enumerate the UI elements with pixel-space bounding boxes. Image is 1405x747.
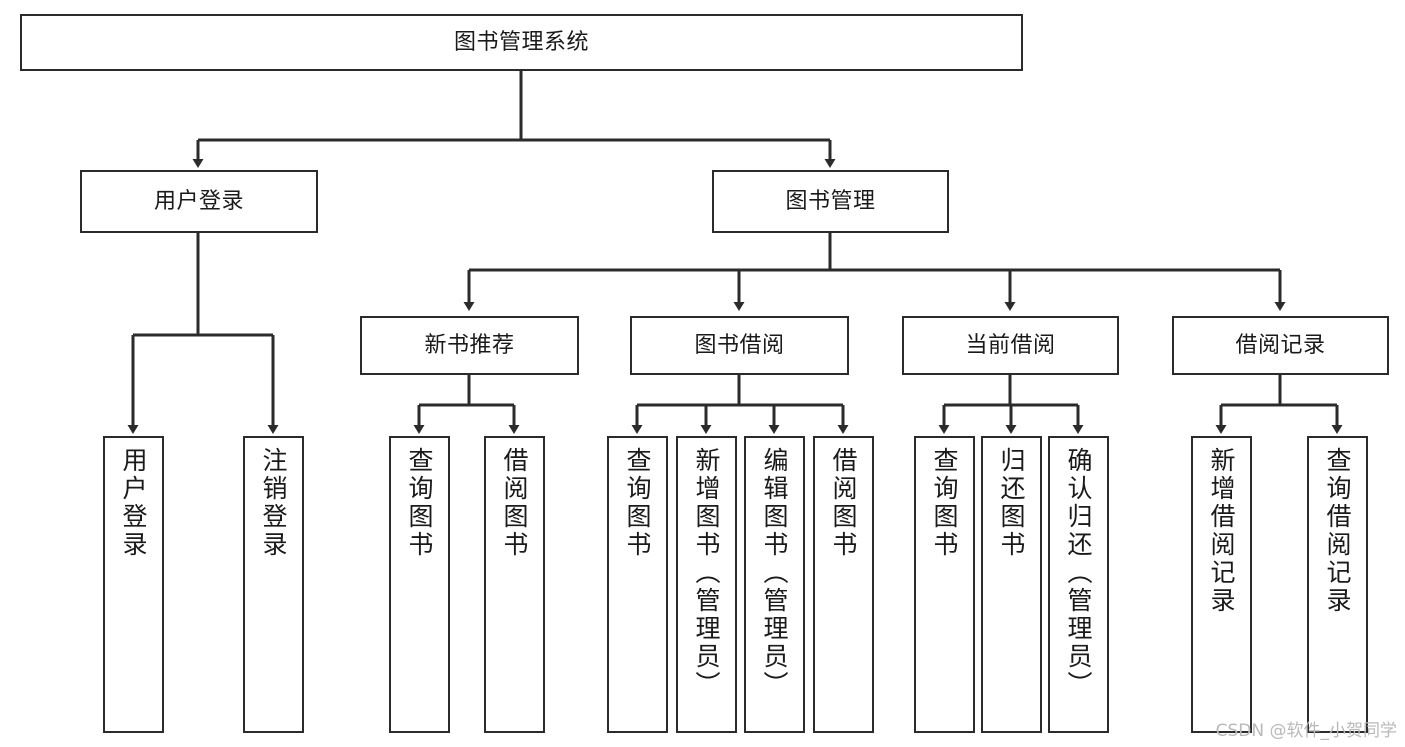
node-leaf-record-query[interactable]: 查询借阅记录 — [1307, 436, 1368, 733]
node-new-book-rec[interactable]: 新书推荐 — [360, 316, 579, 375]
node-leaf-borrow-borrow-book-label: 借阅图书 — [829, 447, 858, 559]
node-leaf-borrow-edit-book-label: 编辑图书（管理员） — [760, 447, 789, 699]
node-leaf-rec-query-book[interactable]: 查询图书 — [389, 436, 450, 733]
node-current-borrow[interactable]: 当前借阅 — [902, 316, 1119, 375]
node-borrow-record[interactable]: 借阅记录 — [1172, 316, 1389, 375]
node-book-manage-label: 图书管理 — [785, 188, 876, 214]
node-leaf-rec-borrow-book-label: 借阅图书 — [500, 447, 529, 559]
node-leaf-cur-confirm-return-label: 确认归还（管理员） — [1064, 447, 1093, 699]
node-leaf-cur-return-book-label: 归还图书 — [997, 447, 1026, 559]
node-borrow-record-label: 借阅记录 — [1235, 332, 1326, 358]
node-leaf-cur-query-book-label: 查询图书 — [930, 447, 959, 559]
node-leaf-user-logout[interactable]: 注销登录 — [243, 436, 304, 733]
node-leaf-borrow-query-book[interactable]: 查询图书 — [607, 436, 668, 733]
node-book-borrow-label: 图书借阅 — [694, 332, 785, 358]
node-leaf-borrow-add-book-label: 新增图书（管理员） — [692, 447, 721, 699]
node-leaf-borrow-edit-book[interactable]: 编辑图书（管理员） — [744, 436, 805, 733]
node-current-borrow-label: 当前借阅 — [965, 332, 1056, 358]
node-leaf-cur-confirm-return[interactable]: 确认归还（管理员） — [1048, 436, 1109, 733]
node-book-manage[interactable]: 图书管理 — [712, 170, 949, 233]
node-new-book-rec-label: 新书推荐 — [424, 332, 515, 358]
node-leaf-user-login-1-label: 用户登录 — [119, 447, 148, 559]
node-leaf-user-logout-label: 注销登录 — [259, 447, 288, 559]
node-leaf-rec-query-book-label: 查询图书 — [405, 447, 434, 559]
node-root[interactable]: 图书管理系统 — [20, 14, 1023, 71]
node-leaf-borrow-query-book-label: 查询图书 — [623, 447, 652, 559]
node-leaf-borrow-borrow-book[interactable]: 借阅图书 — [813, 436, 874, 733]
node-root-label: 图书管理系统 — [453, 29, 589, 55]
node-leaf-cur-return-book[interactable]: 归还图书 — [981, 436, 1042, 733]
node-leaf-cur-query-book[interactable]: 查询图书 — [914, 436, 975, 733]
node-user-login-label: 用户登录 — [153, 188, 244, 214]
node-user-login[interactable]: 用户登录 — [80, 170, 318, 233]
node-leaf-borrow-add-book[interactable]: 新增图书（管理员） — [676, 436, 737, 733]
node-book-borrow[interactable]: 图书借阅 — [630, 316, 849, 375]
node-leaf-rec-borrow-book[interactable]: 借阅图书 — [484, 436, 545, 733]
node-leaf-record-add[interactable]: 新增借阅记录 — [1191, 436, 1252, 733]
watermark-text: CSDN @软件_小贺同学 — [1215, 721, 1397, 741]
node-leaf-record-add-label: 新增借阅记录 — [1207, 447, 1236, 615]
node-leaf-record-query-label: 查询借阅记录 — [1323, 447, 1352, 615]
node-leaf-user-login-1[interactable]: 用户登录 — [103, 436, 164, 733]
